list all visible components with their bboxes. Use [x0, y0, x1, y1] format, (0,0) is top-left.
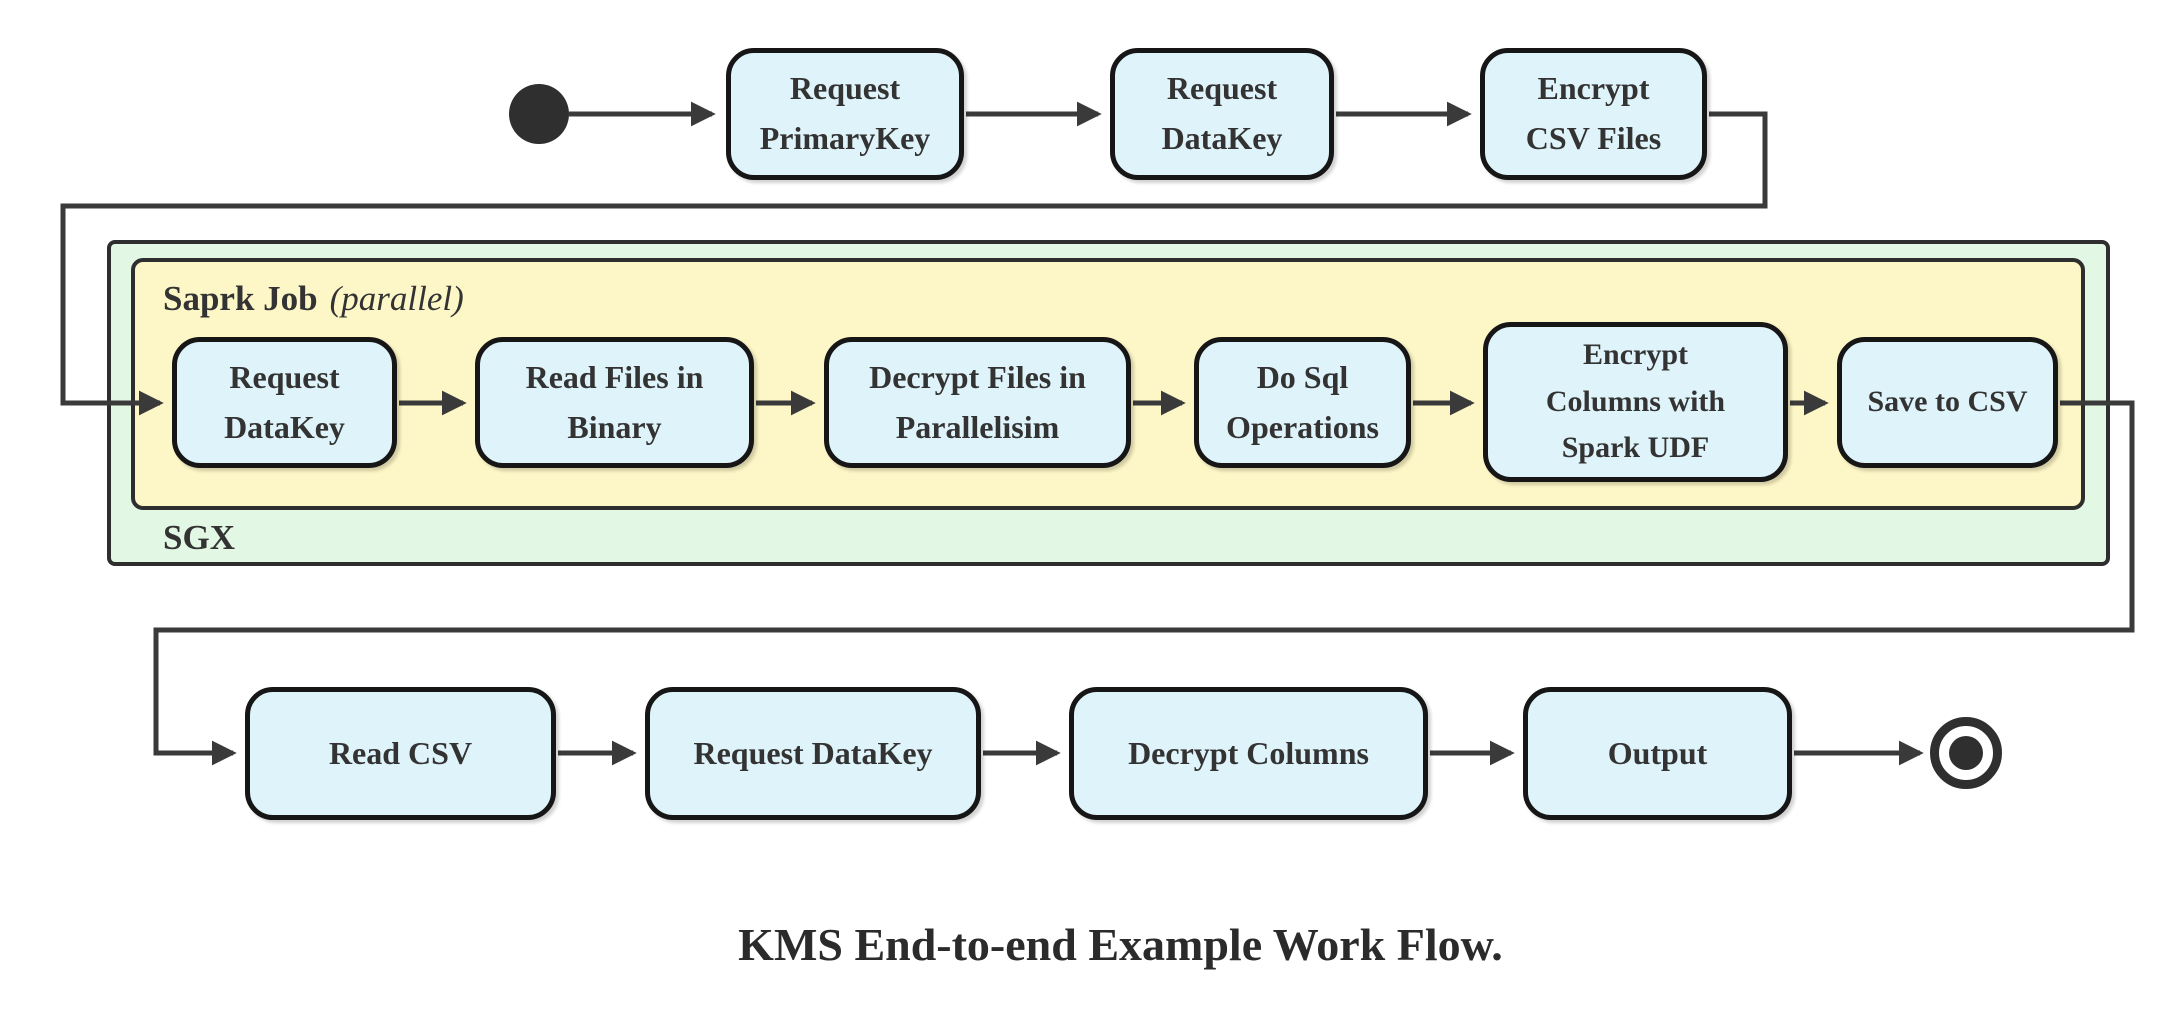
- node-request-primarykey: Request PrimaryKey: [726, 48, 964, 180]
- node-save-to-csv: Save to CSV: [1837, 337, 2058, 468]
- node-request-datakey-bottom: Request DataKey: [645, 687, 981, 820]
- edge-save-csv-to-read-csv: [153, 400, 2135, 766]
- node-decrypt-columns: Decrypt Columns: [1069, 687, 1428, 820]
- node-read-files-in-binary: Read Files in Binary: [475, 337, 754, 468]
- edge-encrypt-csv-to-spark-request-datakey: [60, 111, 1768, 416]
- node-encrypt-columns-with-spark-udf: Encrypt Columns with Spark UDF: [1483, 322, 1788, 482]
- node-request-datakey-spark: Request DataKey: [172, 337, 397, 468]
- node-do-sql-operations: Do Sql Operations: [1194, 337, 1411, 468]
- diagram-caption: KMS End-to-end Example Work Flow.: [738, 919, 1503, 970]
- sgx-label: SGX: [163, 518, 235, 557]
- initial-state-icon: [509, 84, 569, 144]
- spark-job-label: Saprk Job (parallel): [163, 279, 464, 319]
- spark-job-parallel-annotation: (parallel): [329, 279, 464, 318]
- node-output: Output: [1523, 687, 1792, 820]
- final-state-dot: [1949, 736, 1983, 770]
- node-encrypt-csv-files: Encrypt CSV Files: [1480, 48, 1707, 180]
- spark-job-label-text: Saprk Job: [163, 279, 318, 318]
- final-state-icon: [1930, 717, 2002, 789]
- node-decrypt-files-in-parallelisim: Decrypt Files in Parallelisim: [824, 337, 1131, 468]
- node-request-datakey-top: Request DataKey: [1110, 48, 1334, 180]
- node-read-csv: Read CSV: [245, 687, 556, 820]
